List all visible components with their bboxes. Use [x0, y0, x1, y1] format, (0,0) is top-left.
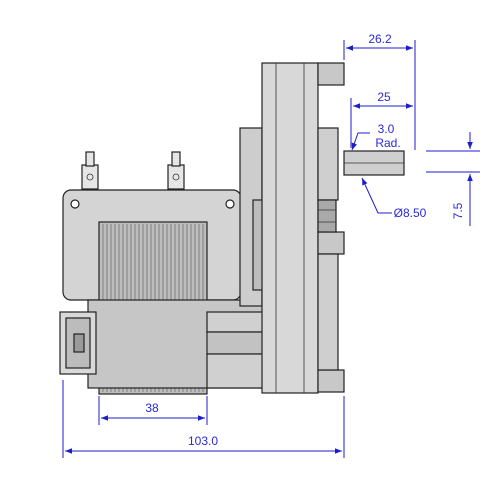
motor-body — [59, 151, 264, 395]
gearbox-housing — [261, 62, 319, 394]
hex-nut — [317, 199, 337, 233]
mount-hole-right — [225, 199, 235, 209]
dim-26-2: 26.2 — [368, 32, 392, 46]
mount-hole-left — [70, 199, 80, 209]
dim-radius-label: Rad. — [375, 136, 400, 150]
terminal-right — [167, 151, 185, 190]
dim-25: 25 — [377, 90, 391, 104]
terminal-left — [81, 151, 99, 190]
dim-103: 103.0 — [188, 434, 218, 448]
dim-7-5: 7.5 — [451, 202, 465, 219]
gearbox — [239, 62, 405, 394]
dim-38: 38 — [145, 401, 159, 415]
dimension-annotations: 26.2 25 3.0 Rad. 7.5 Ø8.50 38 103.0 — [62, 32, 480, 458]
dim-diameter: Ø8.50 — [394, 206, 427, 220]
dim-radius-value: 3.0 — [378, 122, 395, 136]
